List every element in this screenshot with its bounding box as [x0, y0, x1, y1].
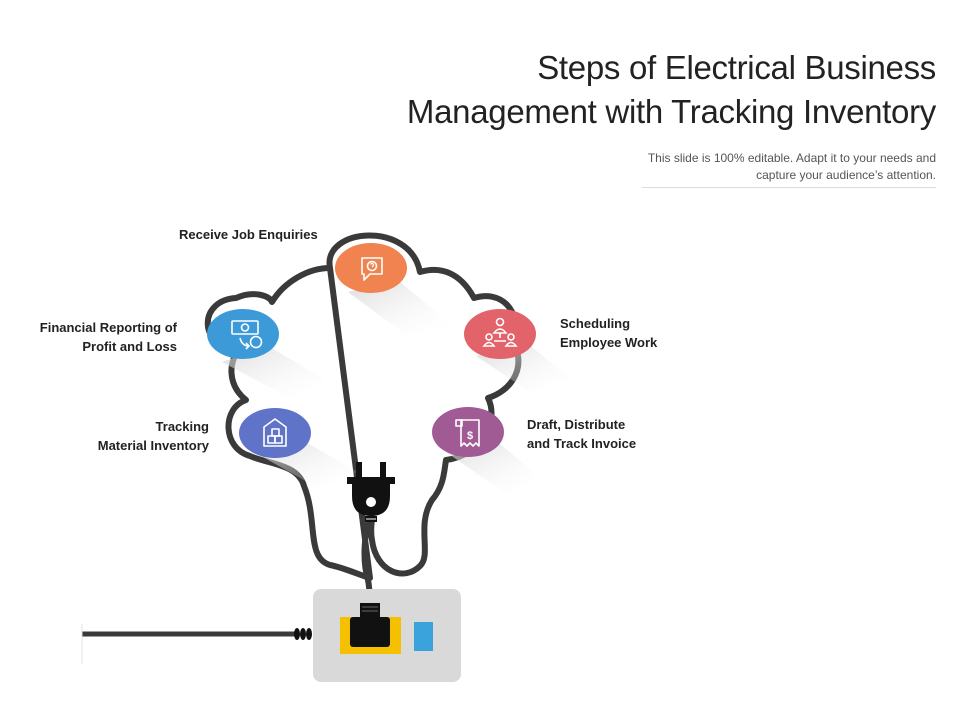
- label-tracking: Tracking Material Inventory: [60, 417, 209, 455]
- subtitle-line-1: This slide is 100% editable. Adapt it to…: [647, 151, 936, 165]
- label-receive: Receive Job Enquiries: [179, 225, 318, 244]
- invoice-receipt-icon: $: [455, 419, 480, 447]
- label-financial-line1: Financial Reporting of: [39, 320, 177, 335]
- shadow-receive: [348, 282, 452, 335]
- label-tracking-line2: Material Inventory: [97, 438, 209, 453]
- node-receive: [335, 243, 407, 293]
- label-financial: Financial Reporting of Profit and Loss: [20, 318, 177, 356]
- label-scheduling: Scheduling Employee Work: [560, 314, 657, 352]
- label-tracking-line1: Tracking: [155, 419, 209, 434]
- node-invoice: [432, 407, 504, 457]
- subtitle-line-2: capture your audience’s attention.: [756, 168, 936, 182]
- label-financial-line2: Profit and Loss: [82, 339, 177, 354]
- label-scheduling-line2: Employee Work: [560, 335, 658, 350]
- title-line-2: Management with Tracking Inventory: [406, 93, 936, 130]
- page-title: Steps of Electrical Business Management …: [296, 46, 936, 134]
- socket-blue-indicator: [414, 622, 433, 651]
- money-exchange-icon: [231, 320, 263, 350]
- question-chat-icon: [361, 257, 383, 281]
- step-nodes: [207, 243, 536, 458]
- team-network-icon: [482, 317, 518, 347]
- subtitle-divider: [642, 187, 936, 188]
- shadow-financial: [222, 346, 326, 398]
- label-invoice: Draft, Distribute and Track Invoice: [527, 415, 636, 453]
- svg-text:$: $: [467, 430, 473, 442]
- page-subtitle: This slide is 100% editable. Adapt it to…: [616, 150, 936, 184]
- label-invoice-line2: and Track Invoice: [527, 436, 637, 451]
- plug-icon: [347, 462, 395, 522]
- label-invoice-line1: Draft, Distribute: [527, 417, 626, 432]
- label-receive-line1: Receive Job Enquiries: [179, 227, 318, 242]
- label-scheduling-line1: Scheduling: [560, 316, 631, 331]
- power-socket: [313, 589, 461, 682]
- node-tracking: [239, 408, 311, 458]
- mains-cable: [81, 624, 312, 664]
- title-line-1: Steps of Electrical Business: [537, 49, 936, 86]
- warehouse-boxes-icon: [263, 418, 287, 447]
